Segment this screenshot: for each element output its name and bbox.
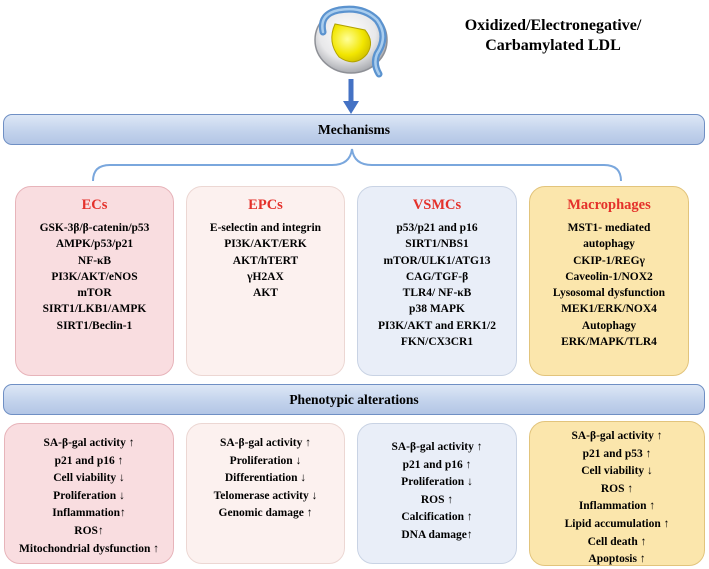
phenotype-item: Apoptosis ↑ xyxy=(588,553,646,566)
phenotype-box-epcs: SA-β-gal activity ↑ Proliferation ↓ Diff… xyxy=(186,423,345,564)
ldl-particle-icon xyxy=(314,5,388,78)
phenotype-item: SA-β-gal activity ↑ xyxy=(571,430,663,442)
phenotype-item: Proliferation ↓ xyxy=(401,476,473,489)
mechanisms-bar: Mechanisms xyxy=(3,114,705,145)
phenotype-item: Cell death ↑ xyxy=(587,535,647,548)
phenotype-item: Lipid accumulation ↑ xyxy=(564,517,670,530)
pathway-item: AKT xyxy=(253,287,278,300)
pathway-item: Autophagy xyxy=(581,319,637,332)
pathway-item: GSK-3β/β-catenin/p53 xyxy=(39,222,150,234)
phenotype-item: ROS↑ xyxy=(74,524,104,537)
title-line-1: Oxidized/Electronegative/ xyxy=(464,17,642,34)
phenotype-item: Genomic damage ↑ xyxy=(218,507,313,520)
mechanism-box-vsmcs: VSMCs p53/p21 and p16 SIRT1/NBS1 mTOR/UL… xyxy=(357,186,517,376)
pathway-item: Lysosomal dysfunction xyxy=(552,287,666,300)
cell-type-header: EPCs xyxy=(248,197,283,213)
pathway-item: mTOR/ULK1/ATG13 xyxy=(383,254,491,267)
pathway-item: SIRT1/NBS1 xyxy=(405,238,469,251)
cell-type-header: ECs xyxy=(81,197,108,213)
phenotype-item: DNA damage↑ xyxy=(401,528,473,541)
pathway-item: γH2AX xyxy=(247,270,284,283)
phenotype-item: Proliferation ↓ xyxy=(229,454,302,467)
mechanism-box-epcs: EPCs E-selectin and integrin PI3K/AKT/ER… xyxy=(186,186,345,376)
phenotype-box-macrophages: SA-β-gal activity ↑ p21 and p53 ↑ Cell v… xyxy=(529,421,705,566)
pathway-item: SIRT1/LKB1/AMPK xyxy=(42,303,147,316)
pathway-item: ERK/MAPK/TLR4 xyxy=(561,336,657,349)
phenotype-item: Cell viability ↓ xyxy=(581,465,653,478)
pathway-item: NF-κB xyxy=(77,254,112,267)
phenotype-item: p21 and p16 ↑ xyxy=(402,458,472,471)
pathway-item: p53/p21 and p16 xyxy=(396,222,478,234)
pathway-item: PI3K/AKT and ERK1/2 xyxy=(377,319,496,332)
mechanism-box-macrophages: Macrophages MST1- mediated autophagy CKI… xyxy=(529,186,689,376)
phenotype-item: Inflammation ↑ xyxy=(578,500,656,513)
phenotype-item: Differentiation ↓ xyxy=(224,472,307,485)
phenotype-item: p21 and p16 ↑ xyxy=(54,454,124,467)
phenotypic-alterations-bar: Phenotypic alterations xyxy=(3,384,705,415)
pathway-item: TLR4/ NF-κB xyxy=(402,287,472,300)
phenotypic-alterations-label: Phenotypic alterations xyxy=(289,391,419,407)
pathway-item: mTOR xyxy=(77,287,112,300)
pathway-item: PI3K/AKT/ERK xyxy=(224,238,307,251)
phenotype-item: SA-β-gal activity ↑ xyxy=(219,437,312,449)
pathway-item: AKT/hTERT xyxy=(232,254,299,267)
pathway-item: CKIP-1/REGγ xyxy=(573,254,645,267)
pathway-item: PI3K/AKT/eNOS xyxy=(51,270,138,283)
pathway-item: MEK1/ERK/NOX4 xyxy=(561,303,657,316)
phenotype-item: ROS ↑ xyxy=(420,493,454,506)
mechanisms-label: Mechanisms xyxy=(318,121,390,137)
phenotype-item: SA-β-gal activity ↑ xyxy=(43,437,135,449)
pathway-item: Caveolin-1/NOX2 xyxy=(565,270,653,283)
pathway-item: CAG/TGF-β xyxy=(405,270,469,283)
diagram-title: Oxidized/Electronegative/ Carbamylated L… xyxy=(408,16,698,56)
title-line-2: Carbamylated LDL xyxy=(485,37,621,54)
phenotype-box-ecs: SA-β-gal activity ↑ p21 and p16 ↑ Cell v… xyxy=(4,423,174,564)
pathway-item: AMPK/p53/p21 xyxy=(55,238,134,251)
down-arrow-icon xyxy=(343,79,359,114)
cell-type-header: Macrophages xyxy=(567,197,651,213)
phenotype-item: ROS ↑ xyxy=(600,482,634,495)
phenotype-item: Cell viability ↓ xyxy=(53,472,125,485)
phenotype-item: SA-β-gal activity ↑ xyxy=(391,441,483,453)
pathway-item: E-selectin and integrin xyxy=(209,222,322,234)
mechanism-box-ecs: ECs GSK-3β/β-catenin/p53 AMPK/p53/p21 NF… xyxy=(15,186,174,376)
pathway-item: FKN/CX3CR1 xyxy=(400,336,474,349)
bracket-connector xyxy=(92,148,622,182)
phenotype-item: p21 and p53 ↑ xyxy=(582,447,652,460)
phenotype-item: Mitochondrial dysfunction ↑ xyxy=(19,542,159,555)
phenotype-item: Proliferation ↓ xyxy=(53,489,125,502)
cell-type-header: VSMCs xyxy=(412,197,462,213)
pathway-item: SIRT1/Beclin-1 xyxy=(56,319,133,332)
pathway-item: MST1- mediated xyxy=(567,222,651,234)
phenotype-box-vsmcs: SA-β-gal activity ↑ p21 and p16 ↑ Prolif… xyxy=(357,423,517,564)
phenotype-item: Telomerase activity ↓ xyxy=(213,489,318,502)
pathway-item: autophagy xyxy=(583,238,635,251)
phenotype-item: Calcification ↑ xyxy=(401,511,473,524)
pathway-item: p38 MAPK xyxy=(409,303,465,316)
phenotype-item: Inflammation↑ xyxy=(52,507,126,520)
